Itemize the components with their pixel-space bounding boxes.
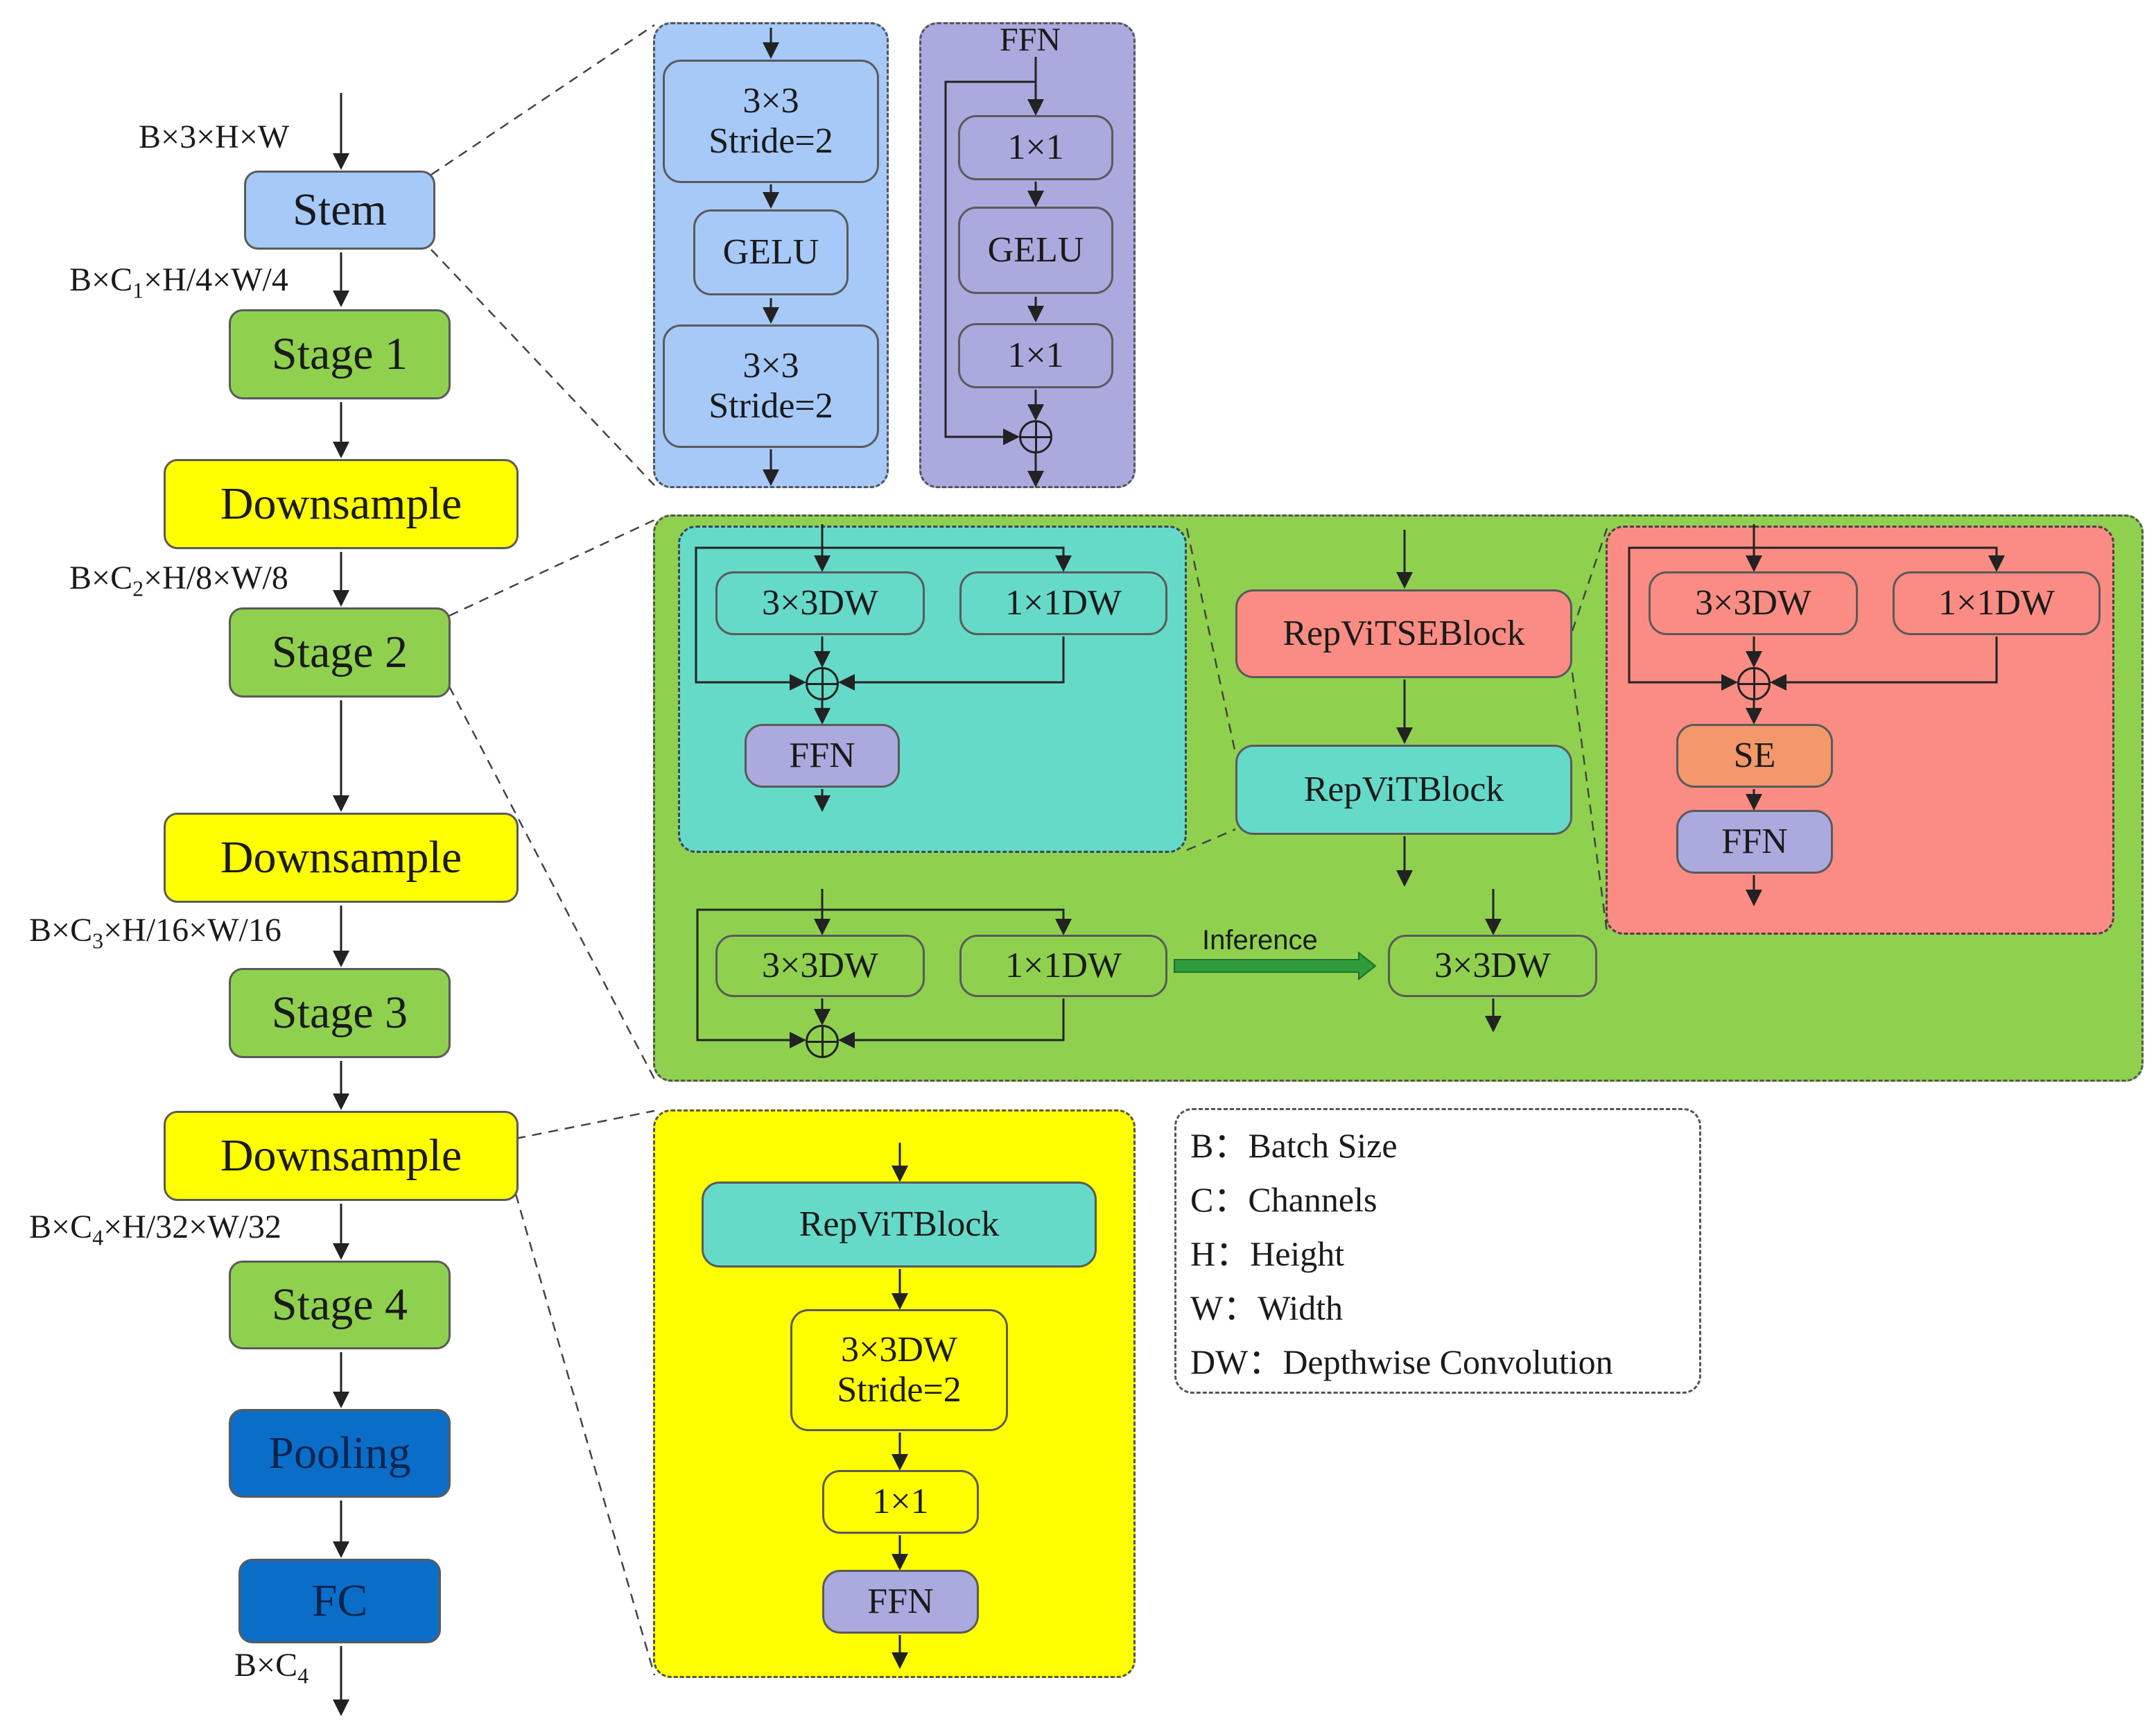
- se-block-dw3x3: 3×3DW: [1649, 571, 1858, 635]
- downsample-ffn: FFN: [822, 1570, 979, 1634]
- ffn-conv-1: 1×1: [958, 115, 1113, 180]
- repvit-block-label: RepViTBlock: [1235, 745, 1572, 835]
- stem-block: Stem: [244, 171, 435, 250]
- legend-item: W：Width: [1190, 1288, 1344, 1327]
- pooling-block: Pooling: [229, 1409, 451, 1498]
- repvit-dw3x3: 3×3DW: [715, 571, 925, 635]
- stem-gelu: GELU: [693, 209, 849, 295]
- ffn-title: FFN: [1000, 21, 1061, 58]
- fc-block: FC: [238, 1559, 441, 1643]
- legend-item: C：Channels: [1190, 1180, 1377, 1219]
- stage-2-block: Stage 2: [229, 607, 451, 698]
- merged-dw3x3: 3×3DW: [1388, 935, 1597, 997]
- stage-1-block: Stage 1: [229, 309, 451, 399]
- legend-item: H：Height: [1190, 1234, 1345, 1273]
- inference-label: Inference: [1202, 925, 1318, 955]
- downsample-1-block: Downsample: [164, 459, 519, 549]
- legend: B：Batch Size C：Channels H：Height W：Width…: [1174, 1108, 1701, 1394]
- downsample-3-block: Downsample: [164, 1111, 519, 1201]
- shape-label-stage2-input: B×C2×H/8×W/8: [69, 560, 288, 601]
- repvit-se-block-label: RepViTSEBlock: [1235, 589, 1572, 678]
- stage-3-block: Stage 3: [229, 968, 451, 1058]
- legend-item: B：Batch Size: [1190, 1126, 1398, 1165]
- repvit-ffn: FFN: [745, 724, 900, 788]
- downsample-conv1x1: 1×1: [822, 1470, 979, 1534]
- shape-label-stage4-input: B×C4×H/32×W/32: [29, 1209, 281, 1250]
- se-block-se: SE: [1676, 724, 1833, 788]
- reparam-dw1x1: 1×1DW: [959, 935, 1167, 997]
- reparam-dw3x3: 3×3DW: [715, 935, 925, 997]
- downsample-repvit-block: RepViTBlock: [702, 1182, 1097, 1268]
- reparam-add-icon: [806, 1025, 839, 1058]
- se-block-dw1x1: 1×1DW: [1893, 571, 2101, 635]
- repvit-dw1x1: 1×1DW: [959, 571, 1167, 635]
- shape-label-input: B×3×H×W: [139, 119, 290, 155]
- legend-item: DW：Depthwise Convolution: [1190, 1342, 1613, 1381]
- stage-4-block: Stage 4: [229, 1261, 451, 1349]
- ffn-gelu: GELU: [958, 207, 1113, 294]
- se-block-add-icon: [1737, 667, 1771, 700]
- se-block-ffn: FFN: [1676, 810, 1833, 874]
- ffn-add-icon: [1019, 420, 1052, 453]
- ffn-conv-2: 1×1: [958, 323, 1113, 388]
- shape-label-output: B×C4: [234, 1647, 309, 1688]
- repvit-add-icon: [806, 667, 839, 700]
- shape-label-stage3-input: B×C3×H/16×W/16: [29, 912, 281, 953]
- shape-label-after-stem: B×C1×H/4×W/4: [69, 261, 288, 303]
- downsample-2-block: Downsample: [164, 813, 519, 903]
